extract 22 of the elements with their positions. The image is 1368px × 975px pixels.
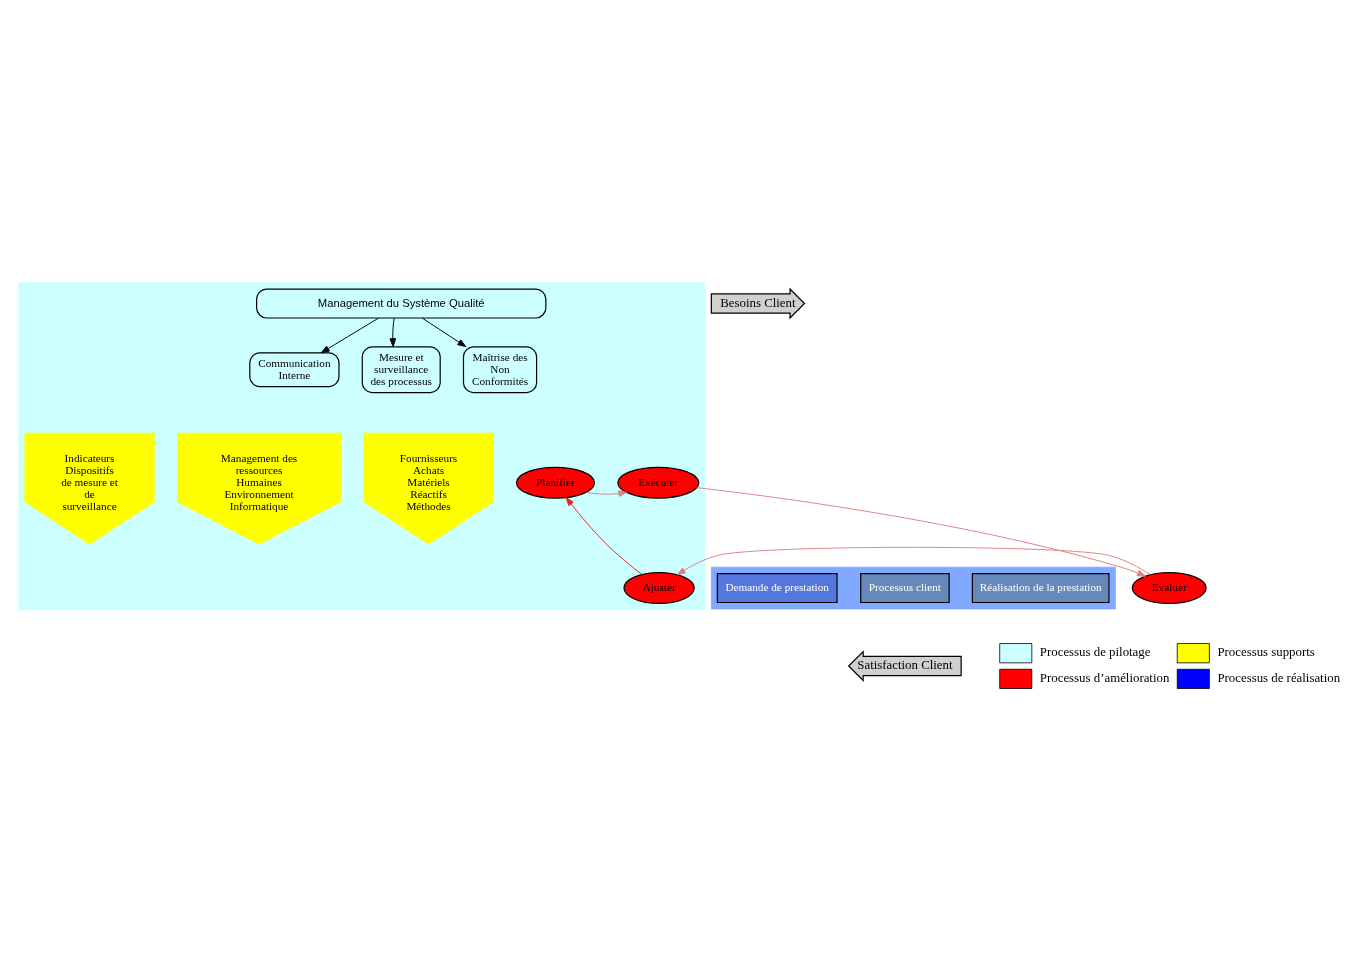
node-ellipse: Planifier	[515, 466, 596, 499]
node-box: Management du Système Qualité	[256, 287, 547, 319]
arrow	[421, 317, 467, 347]
node-box: Réalisation de la prestation	[971, 572, 1110, 603]
node-box: Processus client	[860, 572, 950, 603]
cluster	[18, 281, 706, 610]
node-ellipse: Ajuster	[623, 571, 695, 604]
arrow	[676, 546, 1152, 575]
arrow	[696, 486, 1147, 577]
legend-label: Processus de réalisation	[1217, 670, 1341, 685]
node-box: Communication Interne	[249, 351, 340, 387]
legend-label: Processus de pilotage	[1039, 644, 1151, 659]
arrow	[320, 317, 380, 353]
arrow	[565, 496, 643, 575]
node-box: Mesure et surveillance des processus	[361, 345, 441, 393]
legend-label: Processus supports	[1217, 644, 1315, 659]
legend-label: Processus d’amélioration	[1039, 670, 1170, 685]
arrow	[585, 489, 628, 497]
node-box: Demande de prestation	[716, 572, 838, 603]
arrow	[389, 317, 397, 347]
node-box: Maîtrise des Non Conformités	[462, 345, 538, 393]
cluster	[710, 566, 1116, 609]
